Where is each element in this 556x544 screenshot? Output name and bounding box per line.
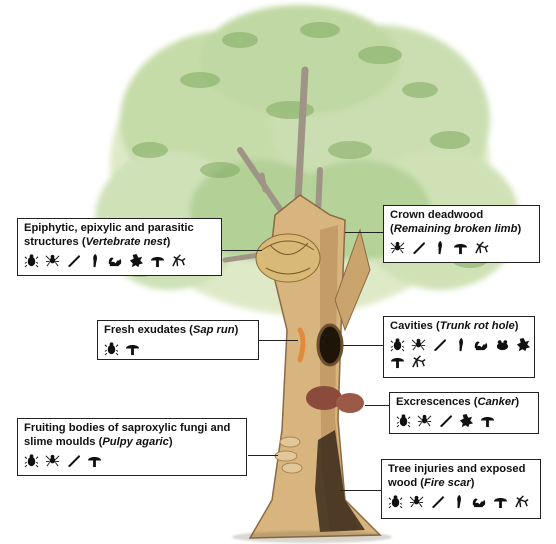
leader-epiphytic: [222, 250, 262, 251]
vertebrate-nest: [256, 234, 320, 282]
leader-fruiting: [248, 455, 278, 456]
bird-icon: [453, 337, 468, 352]
snail-icon: [438, 413, 453, 428]
bird-icon: [87, 253, 102, 268]
leader-exudates: [258, 340, 298, 341]
taxa-icons: [24, 252, 216, 268]
mushroom-icon: [125, 341, 140, 356]
squirrel-icon: [108, 253, 123, 268]
lichen-icon: [474, 240, 489, 255]
ground-shadow: [232, 531, 392, 543]
beetle-icon: [24, 253, 39, 268]
leader-injuries: [340, 490, 382, 491]
beetle-icon: [396, 413, 411, 428]
frog-icon: [495, 337, 510, 352]
mushroom-icon: [453, 240, 468, 255]
callout-cavities: Cavities (Trunk rot hole): [383, 316, 535, 378]
snail-icon: [432, 337, 447, 352]
snail-icon: [66, 253, 81, 268]
mushroom-icon: [87, 453, 102, 468]
beetle-icon: [390, 337, 405, 352]
spider-icon: [45, 253, 60, 268]
squirrel-icon: [474, 337, 489, 352]
callout-crown: Crown deadwood (Remaining broken limb): [383, 205, 540, 263]
lichen-icon: [514, 494, 529, 509]
lichen-icon: [171, 253, 186, 268]
snail-icon: [66, 453, 81, 468]
leader-excrescences: [365, 405, 390, 406]
moss-icon: [516, 337, 531, 352]
mushroom-icon: [390, 354, 405, 369]
callout-excrescences: Excrescences (Canker): [389, 392, 539, 434]
mushroom-icon: [493, 494, 508, 509]
sap-run: [300, 330, 303, 360]
taxa-icons: [396, 413, 533, 429]
mushroom-icon: [480, 413, 495, 428]
beetle-icon: [388, 494, 403, 509]
leader-cavities: [343, 345, 383, 346]
taxa-icons: [388, 493, 535, 509]
spider-icon: [411, 337, 426, 352]
spider-icon: [390, 240, 405, 255]
snail-icon: [430, 494, 445, 509]
trunk-rot-hole: [318, 325, 342, 365]
mushroom-icon: [150, 253, 165, 268]
beetle-icon: [24, 453, 39, 468]
moss-icon: [459, 413, 474, 428]
taxa-icons: [390, 337, 535, 369]
bird-icon: [451, 494, 466, 509]
spider-icon: [45, 453, 60, 468]
beetle-icon: [104, 341, 119, 356]
taxa-icons: [390, 239, 534, 255]
spider-icon: [409, 494, 424, 509]
taxa-icons: [24, 452, 241, 468]
callout-exudates: Fresh exudates (Sap run): [97, 320, 259, 360]
snail-icon: [411, 240, 426, 255]
squirrel-icon: [472, 494, 487, 509]
bird-icon: [432, 240, 447, 255]
callout-epiphytic: Epiphytic, epixylic and parasitic struct…: [17, 218, 222, 276]
lichen-icon: [411, 354, 426, 369]
taxa-icons: [104, 341, 253, 357]
leader-crown: [345, 232, 385, 233]
callout-injuries: Tree injuries and exposed wood (Fire sca…: [381, 459, 541, 519]
spider-icon: [417, 413, 432, 428]
callout-fruiting: Fruiting bodies of saproxylic fungi and …: [17, 418, 247, 476]
moss-icon: [129, 253, 144, 268]
